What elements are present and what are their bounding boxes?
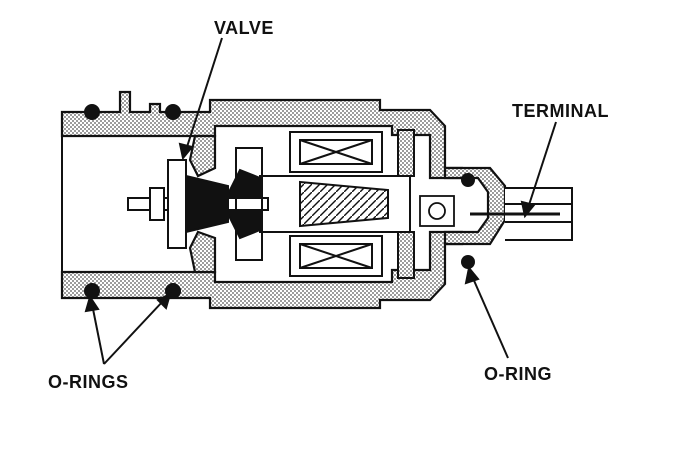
o-ring-bottom-left [84, 283, 100, 299]
o-ring-top-mid [165, 104, 181, 120]
housing [60, 90, 507, 310]
o-ring-right-top [461, 173, 475, 187]
terminal-detail [419, 195, 455, 227]
o-ring-right-bottom [461, 255, 475, 269]
valve-assembly [127, 147, 269, 261]
label-o-rings: O-RINGS [48, 372, 129, 392]
leader-lines [84, 37, 557, 365]
solenoid-coil-top [289, 129, 415, 177]
label-valve: VALVE [214, 18, 274, 38]
o-ring-top-left [84, 104, 100, 120]
label-o-ring: O-RING [484, 364, 552, 384]
label-terminal: TERMINAL [512, 101, 609, 121]
solenoid-coil-bottom [289, 231, 415, 279]
